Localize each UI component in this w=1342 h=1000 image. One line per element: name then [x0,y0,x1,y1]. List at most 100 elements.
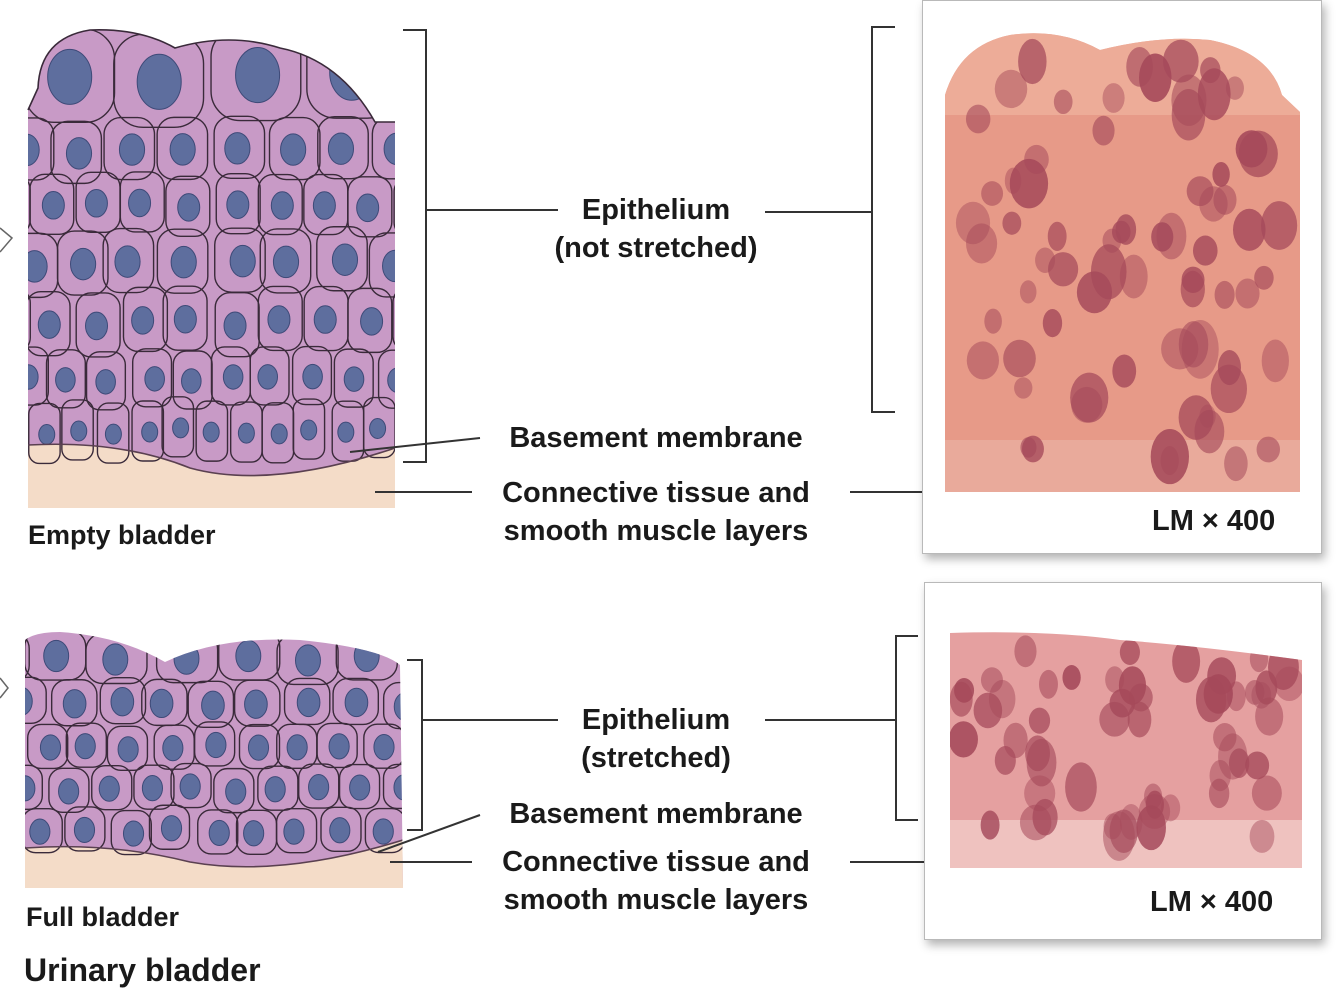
epithelial-cell [371,116,395,180]
epithelial-cell [393,176,395,238]
micrograph-nucleus [1103,813,1122,840]
micrograph-nucleus [1115,214,1137,245]
cell-nucleus [294,644,321,677]
epithelial-cell [28,29,116,124]
cell-nucleus [98,775,120,802]
cell-nucleus [74,733,96,760]
epithelial-cell [333,348,374,408]
cell-nucleus [267,305,291,334]
cell-nucleus [343,366,365,392]
cell-nucleus [70,247,97,281]
cell-nucleus [235,47,281,104]
label-line: (not stretched) [554,232,758,264]
cell-nucleus [257,364,279,390]
label-line: Epithelium [581,194,731,226]
cell-nucleus [337,421,355,443]
micrograph-nucleus [1232,208,1266,251]
micrograph-nucleus [1118,666,1147,705]
micrograph-nucleus [1014,377,1033,399]
cell-nucleus [202,421,220,443]
cell-nucleus [70,420,88,442]
micrograph-nucleus [1076,271,1113,314]
micrograph-nucleus [1099,701,1130,737]
full-micrograph-bracket [895,635,918,821]
cell-nucleus [283,818,305,845]
connective-tissue-label-full: Connective tissue and smooth muscle laye… [466,843,846,919]
cell-nucleus [229,244,256,278]
epithelial-cell [110,809,152,856]
full-bladder-micrograph [950,632,1302,868]
cell-nucleus [382,249,395,283]
cell-nucleus [179,773,201,800]
epithelial-cell [162,285,208,351]
epithelial-cell [156,116,209,181]
micrograph-nucleus [1042,309,1063,338]
cell-nucleus [270,191,294,220]
micrograph-nucleus [950,721,978,758]
cell-nucleus [73,816,96,844]
epithelial-cell [275,807,318,854]
cell-nucleus [95,369,116,395]
epithelial-cell [131,348,173,408]
cell-nucleus [223,311,247,340]
cell-nucleus [28,364,39,390]
micrograph-nucleus [1002,211,1022,235]
empty-bladder-micrograph [945,33,1300,493]
epithelial-cell [28,402,61,465]
cell-nucleus [244,689,268,719]
micrograph-nucleus [1109,809,1138,854]
cell-nucleus [344,687,369,718]
micrograph-nucleus [1048,252,1079,287]
leader-lines [349,209,1012,863]
micrograph-nucleus [1150,429,1190,485]
leader-basement-full [377,814,481,853]
epithelial-cell [25,764,43,811]
micrograph-nucleus [1251,775,1282,811]
empty-bladder-caption: Empty bladder [28,520,216,550]
magnification-empty: LM × 400 [1152,505,1276,537]
cell-nucleus [360,307,384,336]
cell-nucleus [177,193,201,222]
micrograph-nucleus [1163,39,1199,83]
cell-nucleus [37,310,61,339]
epithelial-cell [29,173,75,235]
cell-nucleus [327,132,355,165]
micrograph-nucleus [1261,339,1289,383]
epithelial-cell [25,632,30,683]
micrograph-nucleus [1004,167,1022,194]
epithelial-cell [85,351,127,411]
epithelial-cell [362,396,395,459]
basement-membrane-label-full: Basement membrane [509,798,803,830]
epithelial-cell [268,116,321,181]
micrograph-nucleus [1112,354,1137,388]
cell-nucleus [170,245,197,279]
micrograph-nucleus [1212,161,1230,187]
micrograph-nucleus [980,810,1000,840]
epithelium-not-stretched-label: Epithelium (not stretched) [466,191,846,267]
bracket-lines [403,26,918,831]
epithelium-stretched-label: Epithelium (stretched) [466,701,846,777]
micrograph-nucleus [966,223,998,264]
micrograph-nucleus [1039,669,1058,699]
micrograph-nucleus [1127,701,1152,738]
epithelial-cell [238,723,281,770]
connective-tissue-label-empty: Connective tissue and smooth muscle laye… [466,474,846,550]
epithelial-cell [257,765,299,811]
epithelial-cell [259,228,312,294]
basement-membrane-label-empty: Basement membrane [509,422,803,454]
micrograph-nucleus [1261,201,1298,250]
micrograph-nucleus [994,746,1016,775]
micrograph-nucleus [1249,645,1269,673]
cell-nucleus [25,775,36,802]
cell-nucleus [300,419,318,441]
empty-basement-membrane [28,443,395,477]
cell-nucleus [41,191,65,220]
epithelial-cell [195,400,229,462]
micrograph-nucleus [1139,53,1172,102]
micrograph-nucleus [1200,57,1221,84]
epithelial-cell [347,287,393,354]
epithelial-cell [61,399,94,461]
cell-nucleus [39,734,62,761]
